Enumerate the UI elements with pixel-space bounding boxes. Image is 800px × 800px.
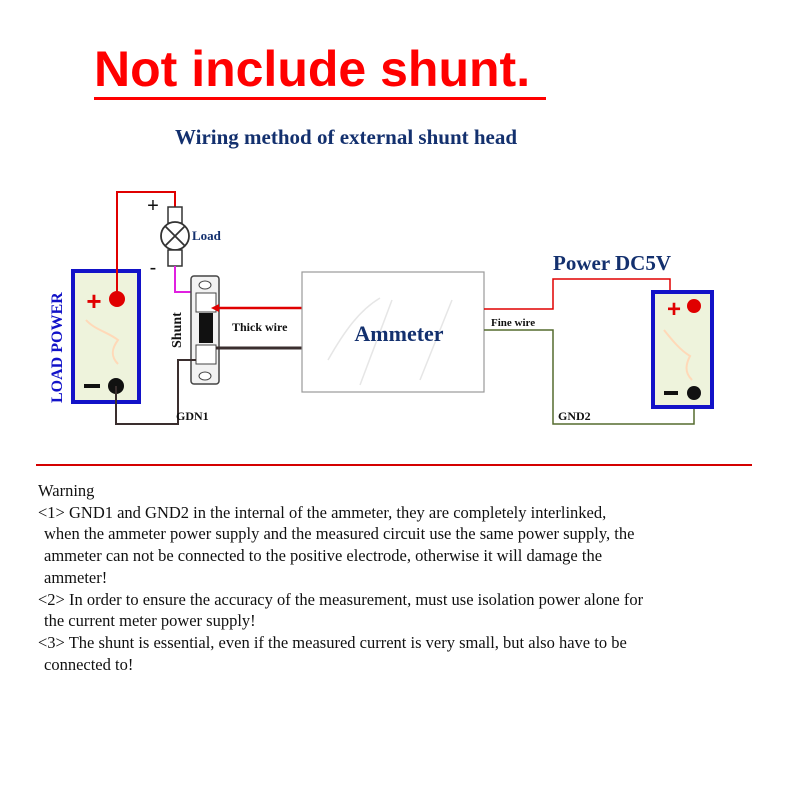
ammeter-box (301, 271, 485, 393)
diagram-title: Wiring method of external shunt head (175, 125, 518, 149)
warning-line-3: ammeter can not be connected to the posi… (44, 546, 603, 566)
gdn1-ground-wire (115, 359, 196, 425)
load-power-battery: + (71, 269, 141, 404)
fine-wire-label: Fine wire (491, 317, 535, 329)
page-headline: Not include shunt. (94, 41, 531, 97)
load-power-plus-sign: + (86, 286, 101, 316)
warning-heading: Warning (38, 481, 95, 500)
power-dc5v-minus-sign (664, 391, 678, 395)
ammeter-label: Ammeter (354, 321, 443, 346)
shunt-component (190, 275, 220, 385)
load-plus-sign: + (147, 195, 159, 217)
thick-wire-arrowhead (211, 304, 219, 312)
warning-line-2: when the ammeter power supply and the me… (44, 524, 635, 544)
load-minus-sign: - (150, 257, 157, 279)
thick-wire-label: Thick wire (232, 320, 288, 334)
load-positive-wire (116, 191, 176, 299)
warning-line-7: <3> The shunt is essential, even if the … (38, 632, 627, 652)
warning-line-8: connected to! (44, 654, 134, 674)
power-dc5v-positive-terminal (687, 299, 701, 313)
load-lamp (160, 206, 190, 267)
load-power-label: LOAD POWER (49, 292, 66, 403)
headline-underline (94, 97, 546, 100)
warning-line-1: <1> GND1 and GND2 in the internal of the… (38, 502, 607, 522)
power-dc5v-battery: + (651, 290, 714, 409)
fine-wire-negative (484, 329, 695, 425)
gnd2-label: GND2 (558, 409, 591, 423)
shunt-label: Shunt (170, 312, 185, 348)
power-dc5v-negative-terminal (687, 386, 701, 400)
warning-line-5: <2> In order to ensure the accuracy of t… (38, 589, 644, 609)
load-power-minus-sign (84, 384, 100, 388)
power-dc5v-label: Power DC5V (553, 251, 671, 275)
load-label: Load (192, 228, 222, 243)
fine-wire-positive (484, 278, 671, 310)
warning-section: Warning <1> GND1 and GND2 in the interna… (38, 480, 778, 675)
power-dc5v-plus-sign: + (667, 296, 681, 323)
gdn1-label: GDN1 (176, 409, 209, 423)
warning-line-4: ammeter! (44, 567, 108, 587)
warning-line-6: the current meter power supply! (44, 611, 256, 631)
